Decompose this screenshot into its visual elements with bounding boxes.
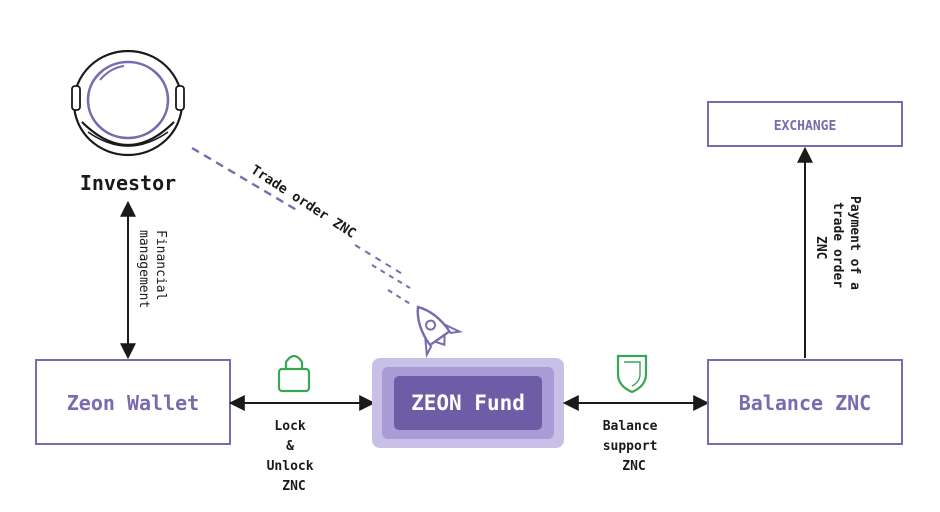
zeon-wallet-node: Zeon Wallet (35, 359, 231, 445)
balance-znc-node: Balance ZNC (707, 359, 903, 445)
payment-line-2: trade order (830, 202, 845, 288)
financial-management-label: Financial management (136, 230, 168, 308)
exchange-node: EXCHANGE (707, 101, 903, 147)
payment-line-3: ZNC (813, 236, 828, 259)
balance-support-line-2: support (603, 439, 658, 454)
lock-line-4: ZNC (282, 479, 305, 494)
trade-order-path (191, 146, 413, 306)
payment-label: Payment of a trade order ZNC (813, 196, 862, 298)
exchange-label: EXCHANGE (774, 119, 837, 134)
lock-line-1: Lock (274, 419, 305, 434)
zeon-fund-node: ZEON Fund (372, 358, 564, 448)
lock-line-3: Unlock (267, 459, 314, 474)
zeon-wallet-label: Zeon Wallet (67, 391, 199, 415)
lock-line-2: & (286, 439, 294, 454)
rocket-icon (416, 305, 463, 358)
padlock-icon (277, 354, 311, 393)
shield-icon (616, 354, 648, 394)
balance-support-line-1: Balance (603, 419, 658, 434)
balance-support-line-3: ZNC (622, 459, 645, 474)
trade-order-label: Trade order ZNC (248, 162, 359, 242)
balance-znc-label: Balance ZNC (739, 391, 871, 415)
financial-line-2: management (136, 230, 151, 308)
financial-line-1: Financial (153, 230, 168, 300)
balance-support-label: Balance support ZNC (603, 419, 666, 474)
investor-label: Investor (80, 171, 176, 195)
zeon-fund-label: ZEON Fund (411, 391, 525, 415)
lock-unlock-label: Lock & Unlock ZNC (267, 419, 322, 494)
payment-line-1: Payment of a (847, 196, 862, 290)
astronaut-helmet-icon (71, 49, 185, 157)
